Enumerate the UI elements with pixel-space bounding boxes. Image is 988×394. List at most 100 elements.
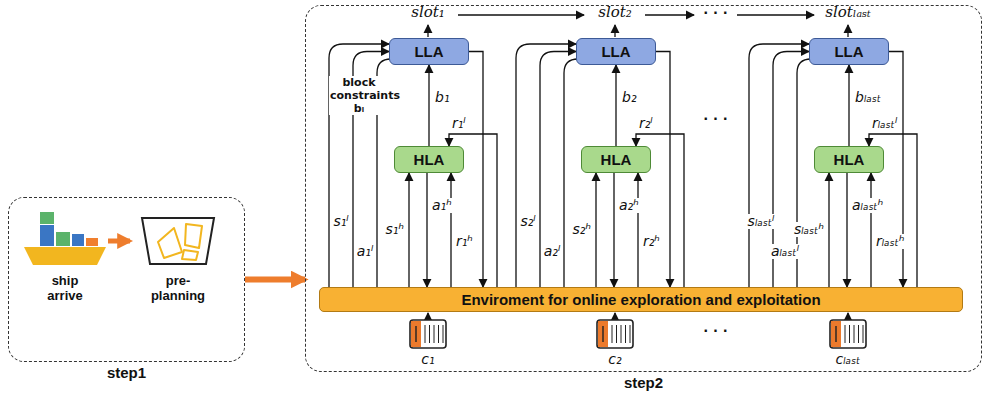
input-arrow [427, 313, 428, 319]
container-rib [425, 325, 426, 343]
output-arrow [427, 25, 428, 37]
container-door [598, 321, 608, 347]
box-label: HLA [414, 151, 445, 168]
slot-label: slotₗₐₛₜ [825, 3, 871, 21]
container-rib [616, 325, 617, 343]
output-arrow [614, 25, 615, 37]
slot-label: slot₁ [411, 3, 445, 21]
container-door [831, 321, 841, 347]
environment-bar: Enviroment for online exploration and ex… [319, 287, 963, 312]
signal-label: r₁ˡ [451, 116, 467, 131]
signal-label: r₁ʰ [455, 234, 474, 249]
box-label: LLA [834, 43, 863, 60]
connector [426, 173, 427, 287]
ship-container [72, 234, 84, 246]
ship-container [56, 232, 70, 246]
connector [613, 173, 614, 287]
high-level-agent: HLA [581, 146, 651, 173]
container-body [410, 320, 446, 348]
ellipsis: · · · [704, 322, 729, 340]
connector [428, 65, 429, 146]
container-rib [434, 325, 435, 343]
low-level-agent: LLA [389, 38, 469, 65]
connector [848, 65, 849, 146]
signal-label: bₗₐₛₜ [854, 90, 882, 105]
signal-label: sₗₐₛₜˡ [747, 214, 776, 229]
ship-container [40, 225, 54, 246]
pre-planning-icon [142, 218, 214, 264]
signal-label: s₂ˡ [519, 214, 536, 229]
connector [749, 44, 809, 287]
connector [889, 52, 903, 288]
container-rib [438, 325, 439, 343]
container-rib [625, 325, 626, 343]
signal-label: a₂ʰ [618, 198, 640, 213]
signal-label: b₂ [621, 90, 638, 105]
yard-outline [142, 218, 214, 264]
slot-arrow [458, 14, 584, 15]
step-caption: ship arrive [34, 273, 96, 303]
signal-label: rₗₐₛₜʰ [875, 234, 906, 249]
yard-block [158, 228, 182, 258]
low-level-agent: LLA [576, 38, 656, 65]
box-label: HLA [601, 151, 632, 168]
container-rib [612, 325, 613, 343]
flow-arrow [108, 239, 130, 244]
container-rib [443, 325, 444, 343]
signal-label: aₗₐₛₜˡ [770, 244, 800, 259]
container-label: c₁ [421, 351, 434, 367]
connector [329, 44, 389, 287]
signal-label: sₗₐₛₜʰ [793, 222, 825, 237]
box-label: Enviroment for online exploration and ex… [461, 291, 820, 308]
container-body [830, 320, 866, 348]
connector [656, 52, 670, 288]
container-handle [602, 326, 603, 342]
ellipsis: · · · [704, 4, 729, 22]
box-label: HLA [834, 151, 865, 168]
step-caption: pre-planning [147, 273, 209, 303]
signal-label: aₗₐₛₜʰ [851, 198, 884, 213]
container-rib [863, 325, 864, 343]
signal-label: s₁ˡ [332, 214, 349, 229]
container-label: cₗₐₛₜ [836, 351, 861, 367]
connector [846, 173, 847, 287]
output-arrow [847, 25, 848, 37]
ship-icon [24, 212, 106, 265]
container-rib [429, 325, 430, 343]
constraint-label: block constraints bᵢ [329, 76, 389, 115]
container-handle [415, 326, 416, 342]
container-rib [849, 325, 850, 343]
signal-label: s₁ʰ [385, 222, 406, 237]
container-rib [858, 325, 859, 343]
connector [408, 173, 409, 287]
signal-label: s₂ʰ [572, 222, 593, 237]
signal-label: a₁ʰ [431, 198, 453, 213]
container-rib [845, 325, 846, 343]
connector [637, 173, 638, 287]
step-label: step2 [306, 374, 981, 391]
connector [828, 173, 829, 287]
step-region: step2LLAHLALLAHLALLAHLAEnviroment for on… [305, 5, 982, 372]
container-body [597, 320, 633, 348]
input-arrow [614, 313, 615, 319]
signal-label: r₂ˡ [638, 116, 654, 131]
connector [615, 65, 616, 146]
container-rib [854, 325, 855, 343]
container-door [411, 321, 421, 347]
high-level-agent: HLA [394, 146, 464, 173]
step-region: step1 [8, 197, 245, 362]
step-label: step1 [9, 364, 244, 381]
flow-arrow [245, 277, 305, 283]
container-icons [410, 313, 866, 348]
slot-label: slot₂ [598, 3, 632, 21]
container-label: c₂ [608, 351, 621, 367]
connector [450, 173, 451, 287]
ship-container [40, 212, 54, 224]
high-level-agent: HLA [814, 146, 884, 173]
input-arrow [847, 313, 848, 319]
connector [564, 59, 578, 287]
connector [469, 52, 483, 288]
slot-arrow [737, 14, 814, 15]
signal-label: rₗₐₛₜˡ [871, 116, 898, 131]
